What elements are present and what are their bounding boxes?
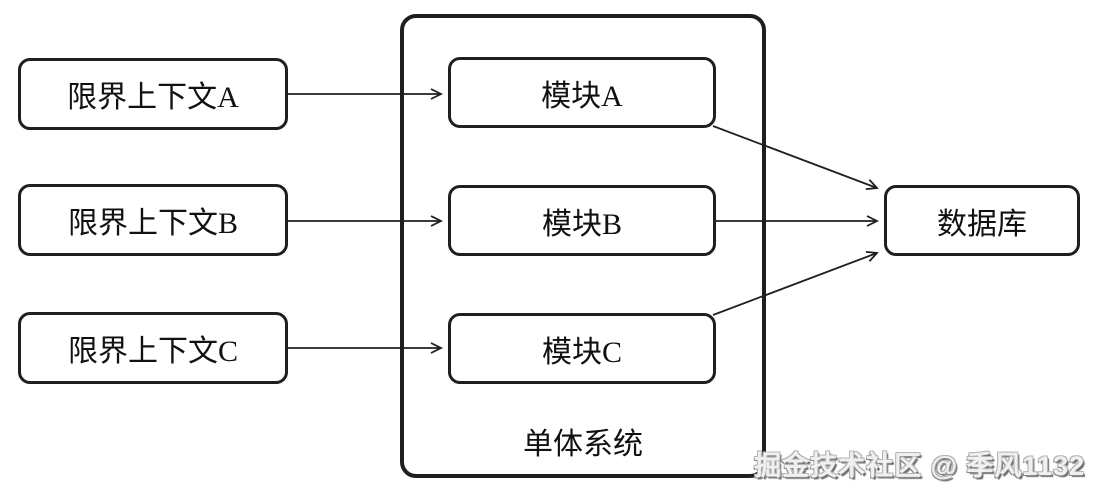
database-label: 数据库 [937, 207, 1027, 241]
bounded-context-a-box: 限界上下文A [18, 58, 288, 130]
bounded-context-c-label: 限界上下文C [67, 335, 238, 368]
module-c-label: 模块C [541, 335, 622, 369]
monolith-system-label: 单体系统 [523, 428, 643, 461]
database-box: 数据库 [884, 185, 1080, 256]
module-b-box: 模块B [448, 185, 716, 256]
bounded-context-b-label: 限界上下文B [67, 207, 238, 240]
module-b-label: 模块B [541, 207, 622, 241]
bounded-context-c-box: 限界上下文C [18, 312, 288, 384]
module-c-box: 模块C [448, 313, 716, 384]
monolith-system-container [400, 14, 766, 478]
watermark-text: 掘金技术社区 @ 季风1132 [754, 451, 1085, 481]
bounded-context-b-box: 限界上下文B [18, 184, 288, 256]
module-a-box: 模块A [448, 57, 716, 128]
module-a-label: 模块A [541, 79, 623, 113]
bounded-context-a-label: 限界上下文A [67, 81, 239, 114]
